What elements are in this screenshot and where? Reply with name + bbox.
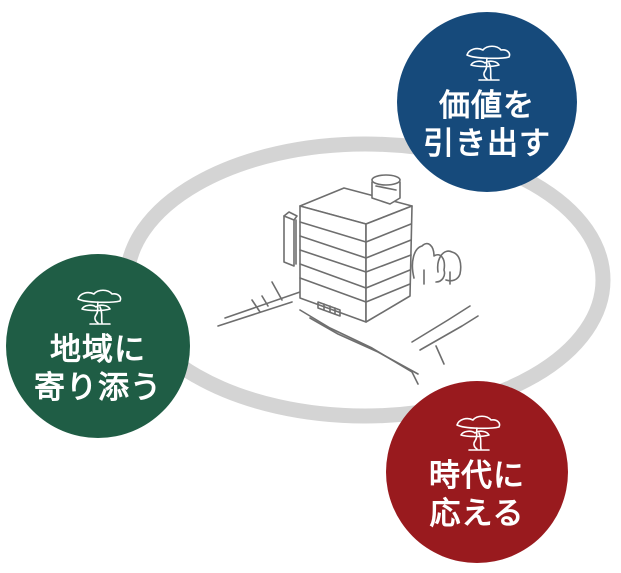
badge-value-creation: 価値を 引き出す [397, 12, 577, 192]
badge-bottom-line1: 時代に [429, 458, 525, 494]
rooftop-unit [371, 174, 401, 205]
pine-tree-icon [77, 289, 122, 325]
ground-lines [217, 281, 479, 385]
badge-left-line1: 地域に [50, 332, 146, 368]
building-sketch-illustration [217, 174, 479, 385]
badge-top-line2: 引き出す [423, 126, 551, 162]
pine-tree-icon [456, 415, 501, 451]
badge-left-line2: 寄り添う [34, 370, 162, 406]
main-building [299, 187, 413, 323]
trees-sketch [411, 242, 462, 285]
badge-bottom-line2: 応える [429, 496, 525, 532]
side-tower [283, 211, 298, 267]
pine-tree-icon [466, 45, 511, 81]
badge-era: 時代に 応える [386, 381, 568, 563]
badge-top-line1: 価値を [439, 88, 535, 124]
badge-community: 地域に 寄り添う [6, 254, 190, 438]
